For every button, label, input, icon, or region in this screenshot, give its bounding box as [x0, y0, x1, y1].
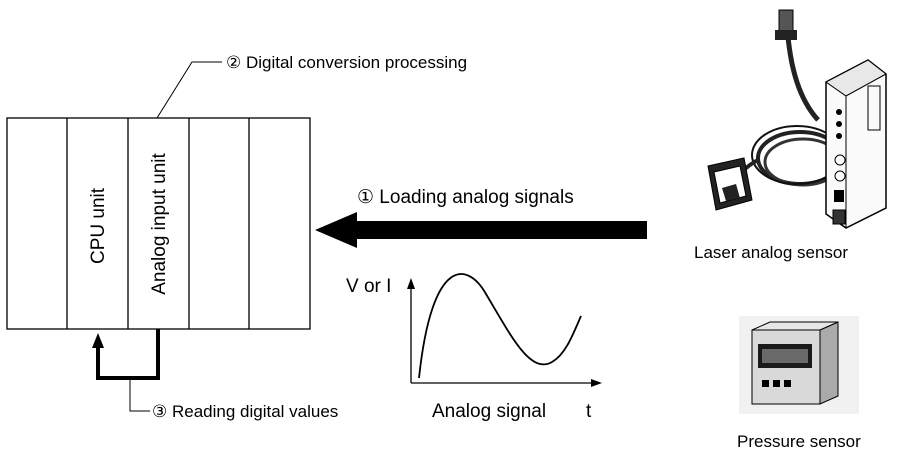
loading-analog-label: ① Loading analog signals: [357, 187, 574, 208]
callout-leader-line: [129, 380, 150, 412]
pressure-sensor-top: [751, 321, 839, 331]
loading-arrow: ① Loading analog signals: [315, 187, 647, 248]
pressure-button: [784, 380, 791, 387]
reading-loop-line: [96, 329, 160, 380]
indicator-led: [836, 109, 842, 115]
pressure-sensor-side: [819, 321, 839, 405]
callout-leader-line: [156, 61, 222, 119]
adjust-dial: [834, 170, 846, 182]
laser-analog-sensor-icon: Laser analog sensor: [694, 9, 887, 262]
plc-rack-frame: [6, 117, 311, 330]
y-axis-arrow: [407, 278, 415, 289]
pressure-button: [762, 380, 769, 387]
analog-signal-graph: V or I Analog signal t: [346, 273, 602, 422]
connector-nut: [775, 30, 797, 40]
x-axis-variable: t: [586, 401, 592, 422]
x-axis-caption: Analog signal: [432, 401, 546, 422]
amplifier-switch: [834, 190, 844, 202]
pressure-display-screen: [762, 349, 808, 363]
y-axis-label: V or I: [346, 276, 391, 297]
digital-conversion-label: ② Digital conversion processing: [226, 53, 467, 72]
plc-rack: CPU unit Analog input unit: [6, 117, 311, 330]
reading-digital-label: ③ Reading digital values: [152, 402, 338, 421]
reading-loop: ③ Reading digital values: [92, 329, 338, 421]
left-arrow-head: [315, 212, 357, 248]
laser-sensor-label: Laser analog sensor: [694, 243, 848, 262]
signal-curve: [418, 273, 582, 379]
analog-input-unit-label: Analog input unit: [149, 153, 170, 295]
up-arrow-icon: [92, 333, 104, 348]
left-arrow-icon: [355, 221, 647, 239]
sensor-lens: [722, 184, 740, 201]
pressure-sensor-label: Pressure sensor: [737, 432, 861, 451]
pressure-button: [773, 380, 780, 387]
amplifier-window: [867, 85, 881, 131]
digital-conversion-callout: ② Digital conversion processing: [156, 53, 467, 119]
amplifier-terminal: [832, 209, 846, 225]
indicator-led: [836, 121, 842, 127]
amplifier-top: [825, 59, 887, 97]
pressure-sensor-icon: Pressure sensor: [737, 316, 861, 451]
adjust-dial: [834, 154, 846, 166]
x-axis-arrow: [591, 379, 602, 387]
indicator-led: [836, 133, 842, 139]
cpu-unit-label: CPU unit: [88, 187, 109, 264]
